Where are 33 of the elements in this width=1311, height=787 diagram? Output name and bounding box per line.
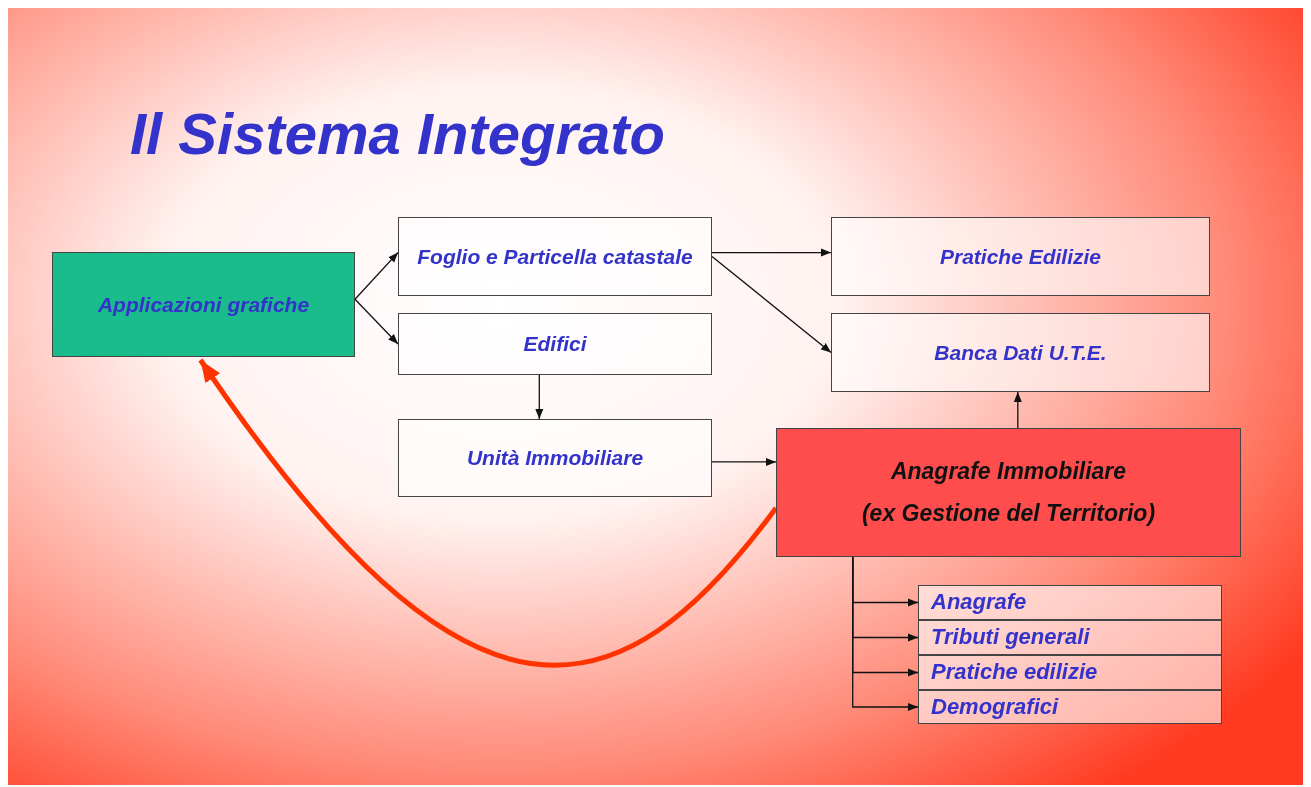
box-text: Tributi generali	[931, 624, 1090, 651]
process-box	[776, 428, 1241, 557]
box-text: Applicazioni grafiche	[97, 291, 310, 318]
process-box	[918, 655, 1222, 690]
arrow	[354, 298, 399, 345]
process-box	[918, 690, 1222, 724]
box-text: Anagrafe	[931, 589, 1027, 616]
box-text: Pratiche edilizie	[931, 659, 1098, 686]
box-text: Banca Dati U.T.E.	[934, 339, 1107, 366]
box-text: (ex Gestione del Territorio)	[861, 499, 1156, 528]
arrow	[354, 251, 399, 300]
curved-arrow	[198, 358, 778, 667]
box-text: Foglio e Particella catastale	[417, 243, 693, 270]
box-text: Unità Immobiliare	[466, 445, 644, 471]
arrow	[535, 374, 544, 420]
process-box	[398, 313, 712, 375]
box-text: Pratiche Edilizie	[939, 243, 1102, 270]
process-box	[918, 585, 1222, 620]
box-text: Anagrafe Immobiliare	[890, 457, 1127, 486]
arrow	[711, 248, 832, 257]
arrow	[711, 457, 777, 466]
process-box	[398, 217, 712, 296]
process-box	[831, 313, 1210, 392]
arrow	[852, 556, 919, 711]
process-box	[398, 419, 712, 497]
slide-title: Il Sistema Integrato	[130, 100, 666, 167]
arrow	[1013, 391, 1022, 429]
box-text: Demografici	[931, 693, 1059, 721]
arrow	[711, 255, 832, 354]
process-box	[831, 217, 1210, 296]
process-box	[918, 620, 1222, 655]
box-text: Edifici	[523, 331, 587, 357]
process-box	[52, 252, 355, 357]
